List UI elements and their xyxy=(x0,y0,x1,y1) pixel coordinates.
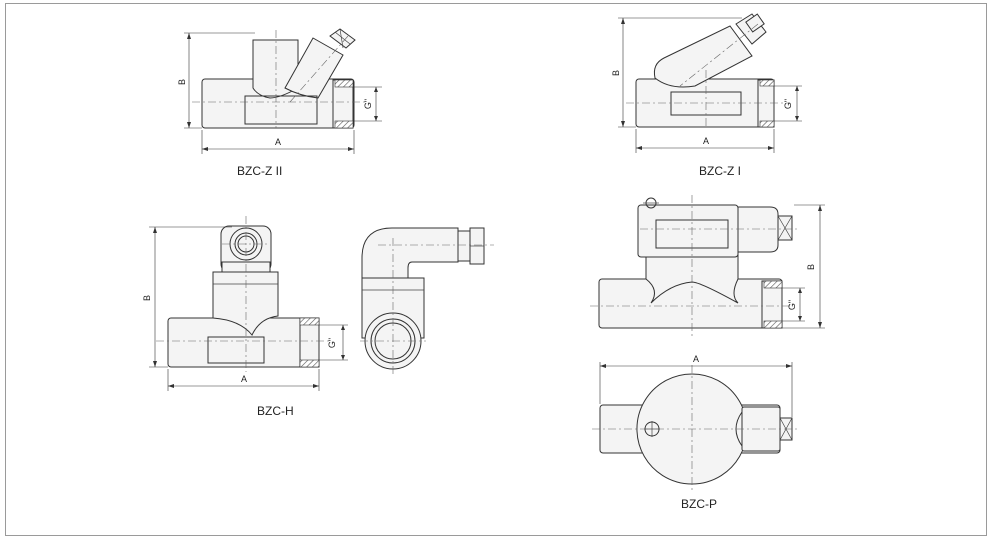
bzc-z2-dim-g: G" xyxy=(363,99,373,109)
bzc-h-title: BZC-H xyxy=(257,404,294,418)
bzc-p-dim-g: G" xyxy=(787,300,797,310)
bzc-h-dim-b: B xyxy=(142,295,152,301)
bzc-p-dim-b: B xyxy=(806,264,816,270)
bzc-z2-dim-b: B xyxy=(177,79,187,85)
bzc-z1-dim-b: B xyxy=(611,70,621,76)
bzc-z1-dim-g: G" xyxy=(783,99,793,109)
drawing-bzc-z2: A B G" BZC-Z II xyxy=(177,28,382,178)
bzc-h-dim-g: G" xyxy=(327,338,337,348)
drawing-bzc-z1: A B G" BZC-Z I xyxy=(611,13,802,178)
drawing-frame xyxy=(5,3,987,536)
bzc-z1-dim-a: A xyxy=(703,136,709,146)
bzc-h-dim-a: A xyxy=(241,374,247,384)
bzc-z1-title: BZC-Z I xyxy=(699,164,741,178)
bzc-z2-dim-a: A xyxy=(275,137,281,147)
bzc-z2-title: BZC-Z II xyxy=(237,164,282,178)
bzc-p-dim-a: A xyxy=(693,354,699,364)
drawing-bzc-p: B G" A BZC-P xyxy=(590,195,825,511)
bzc-p-title: BZC-P xyxy=(681,497,717,511)
drawing-bzc-h: A B G" BZC-H xyxy=(142,216,494,418)
